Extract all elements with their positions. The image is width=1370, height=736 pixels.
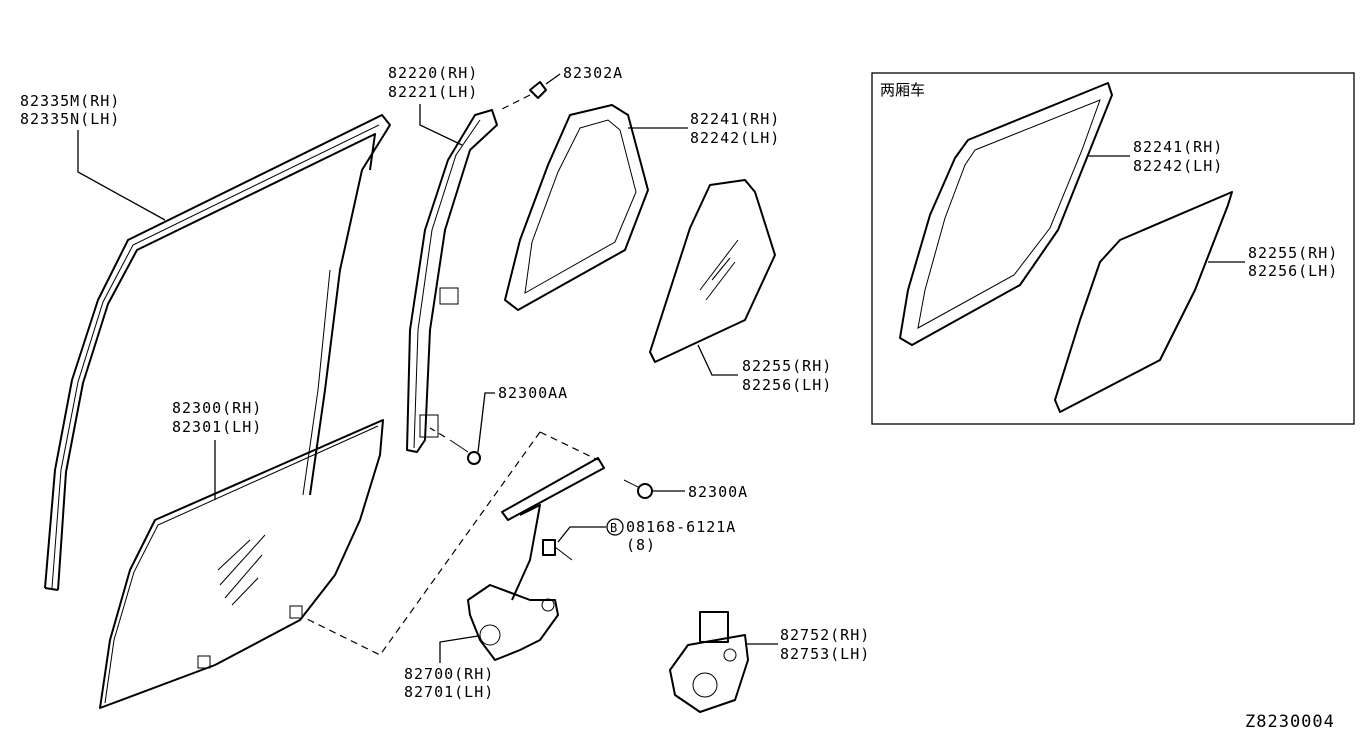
door-glass — [99, 419, 384, 709]
seal-label-lh: 82242(LH) — [690, 129, 780, 147]
seal-label-rh: 82241(RH) — [690, 110, 780, 128]
fixed-glass-label-lh: 82256(LH) — [742, 376, 832, 394]
glass-label-lh: 82301(LH) — [172, 418, 262, 436]
regulator-motor — [669, 611, 749, 713]
bolt-marker-label: B — [610, 521, 617, 535]
motor-label-rh: 82752(RH) — [780, 626, 870, 644]
sash-label-rh: 82220(RH) — [388, 64, 478, 82]
sash-leader — [419, 104, 463, 146]
inset-seal — [899, 82, 1113, 346]
glass-label-rh: 82300(RH) — [172, 399, 262, 417]
bolt-qty-label: (8) — [626, 536, 656, 554]
screw-aa-label: 82300AA — [498, 384, 568, 402]
door-weatherstrip — [44, 114, 391, 591]
regulator-label-lh: 82701(LH) — [404, 683, 494, 701]
hatchback-inset: 两厢车 82241(RH) 82242(LH) 82255(RH) 82256(… — [871, 72, 1355, 425]
clip-label: 82302A — [563, 64, 623, 82]
fixed-glass-leader — [697, 344, 738, 376]
bolt-a-part — [623, 479, 653, 499]
inset-frame — [871, 72, 1355, 425]
clip-part — [499, 81, 547, 111]
screw-aa-leader — [477, 392, 495, 453]
screw-aa-part — [429, 427, 481, 465]
inset-seal-label-rh: 82241(RH) — [1133, 138, 1223, 156]
diagram-id: Z8230004 — [1245, 712, 1335, 732]
weatherstrip-label-rh: 82335M(RH) — [20, 92, 120, 110]
regulator-leader — [439, 635, 479, 663]
motor-label-lh: 82753(LH) — [780, 645, 870, 663]
fixed-glass-label-rh: 82255(RH) — [742, 357, 832, 375]
bolt-a-label: 82300A — [688, 483, 748, 501]
bolt-std-label: 08168-6121A — [626, 518, 736, 536]
regulator-label-rh: 82700(RH) — [404, 665, 494, 683]
sash-label-lh: 82221(LH) — [388, 83, 478, 101]
inset-glass-label-lh: 82256(LH) — [1248, 262, 1338, 280]
bolt-marker-circle — [606, 518, 624, 536]
quarter-fixed-glass — [649, 179, 776, 363]
inset-glass-label-rh: 82255(RH) — [1248, 244, 1338, 262]
clip-leader — [545, 73, 561, 85]
door-sash — [406, 109, 498, 453]
inset-seal-label-lh: 82242(LH) — [1133, 157, 1223, 175]
bolt-std-leader — [557, 526, 606, 543]
inset-title: 两厢车 — [880, 81, 925, 99]
weatherstrip-leader — [77, 130, 166, 221]
bolt-std-part — [542, 539, 573, 561]
weatherstrip-label-lh: 82335N(LH) — [20, 110, 120, 128]
inset-fixed-glass — [1054, 191, 1233, 413]
quarter-window-seal — [504, 104, 649, 311]
window-regulator — [304, 431, 605, 661]
